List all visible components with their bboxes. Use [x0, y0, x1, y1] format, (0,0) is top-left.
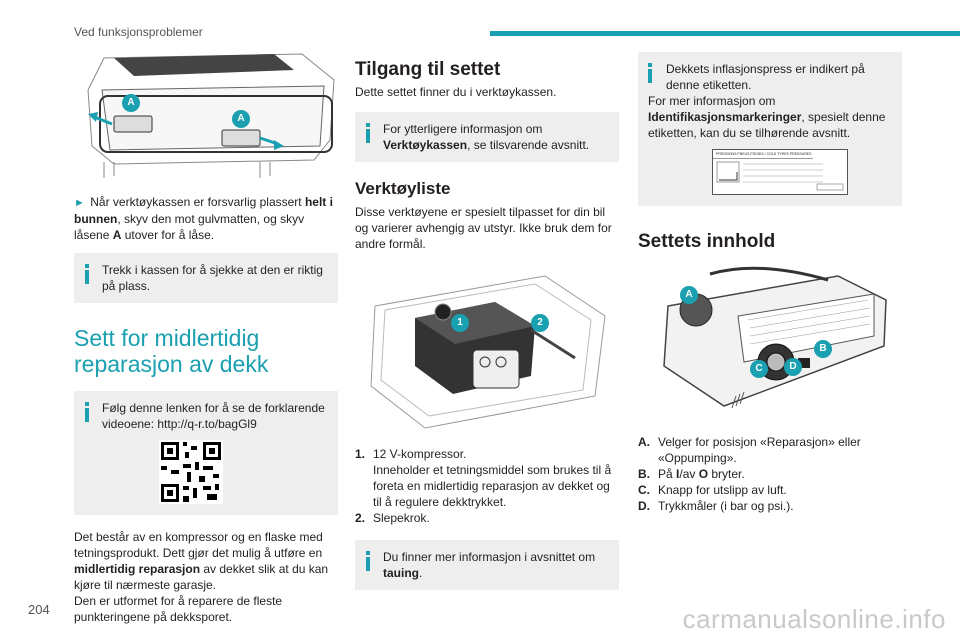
- step-instruction: ► Når verktøykassen er forsvarlig plasse…: [74, 195, 333, 242]
- info-icon: [366, 551, 370, 571]
- figure-callout-a: A: [680, 286, 698, 304]
- tyre-label-header: PRESSIONS PNEUS FROIDS / COLD TYRES PRES…: [713, 150, 813, 159]
- info-note-video-link: Følg denne lenken for å se de forklarend…: [74, 391, 338, 515]
- compressor-in-tray-illustration: [370, 275, 606, 429]
- section-title-kit-contents: Settets innhold: [638, 231, 776, 252]
- kit-description: Det består av en kompressor og en flaske…: [74, 530, 329, 624]
- toolbox-illustration: [87, 53, 335, 178]
- video-link[interactable]: Følg denne lenken for å se de forklarend…: [102, 401, 325, 431]
- list-item: D. Trykkmåler (i bar og psi.).: [638, 499, 794, 513]
- column-left: A A ► Når verktøykassen er forsvarlig pl…: [74, 50, 338, 625]
- figure-callout-a1: A: [122, 94, 140, 112]
- figure-callout-c: C: [750, 360, 768, 378]
- figure-callout-1: 1: [451, 314, 469, 332]
- list-item: B. På I/av O bryter.: [638, 467, 745, 481]
- figure-callout-2: 2: [531, 314, 549, 332]
- watermark: carmanualsonline.info: [682, 604, 946, 634]
- info-note-check-box: Trekk i kassen for å sjekke at den er ri…: [74, 253, 338, 303]
- column-middle: Tilgang til settet Dette settet finner d…: [355, 58, 619, 590]
- list-item: A. Velger for posisjon «Reparasjon» elle…: [638, 435, 861, 465]
- qr-code-icon: [159, 440, 223, 504]
- section-title-repair-kit: Sett for midlertidig reparasjon av dekk: [74, 325, 269, 377]
- info-note-toolbox: For ytterligere informasjon om Verktøyka…: [355, 112, 619, 162]
- page-number: 204: [28, 602, 50, 617]
- step-arrow-icon: ►: [74, 197, 85, 209]
- column-right: Dekkets inflasjonspress er indikert på d…: [638, 52, 902, 514]
- figure-callout-b: B: [814, 340, 832, 358]
- kit-contents-list: A. Velger for posisjon «Reparasjon» elle…: [638, 434, 902, 514]
- list-item: 1. 12 V-kompressor.Inneholder et tetning…: [355, 447, 612, 509]
- tyre-label-graphic: [716, 161, 844, 191]
- access-intro: Dette settet finner du i verktøykassen.: [355, 85, 557, 99]
- info-icon: [85, 264, 89, 284]
- tool-list: 1. 12 V-kompressor.Inneholder et tetning…: [355, 446, 619, 526]
- section-title-access: Tilgang til settet: [355, 59, 501, 80]
- list-item: 2. Slepekrok.: [355, 511, 430, 525]
- compressor-illustration: [663, 266, 887, 409]
- info-icon: [85, 402, 89, 422]
- tyre-pressure-label-figure: PRESSIONS PNEUS FROIDS / COLD TYRES PRES…: [712, 149, 848, 195]
- info-icon: [366, 123, 370, 143]
- header-accent-bar: [490, 31, 960, 36]
- info-note-pressure-label: Dekkets inflasjonspress er indikert på d…: [638, 52, 902, 206]
- figure-callout-d: D: [784, 358, 802, 376]
- toolbox-lock-figure: A A: [74, 50, 338, 182]
- section-title-tool-list: Verktøyliste: [355, 179, 451, 198]
- compressor-figure: A B C D: [638, 266, 902, 416]
- info-icon: [648, 63, 652, 83]
- list-item: C. Knapp for utslipp av luft.: [638, 483, 787, 497]
- tool-kit-figure: 1 2: [355, 266, 619, 436]
- info-note-towing: Du finner mer informasjon i avsnittet om…: [355, 540, 619, 590]
- running-header: Ved funksjonsproblemer: [74, 25, 203, 39]
- figure-callout-a2: A: [232, 110, 250, 128]
- tool-list-description: Disse verktøyene er spesielt tilpasset f…: [355, 205, 612, 251]
